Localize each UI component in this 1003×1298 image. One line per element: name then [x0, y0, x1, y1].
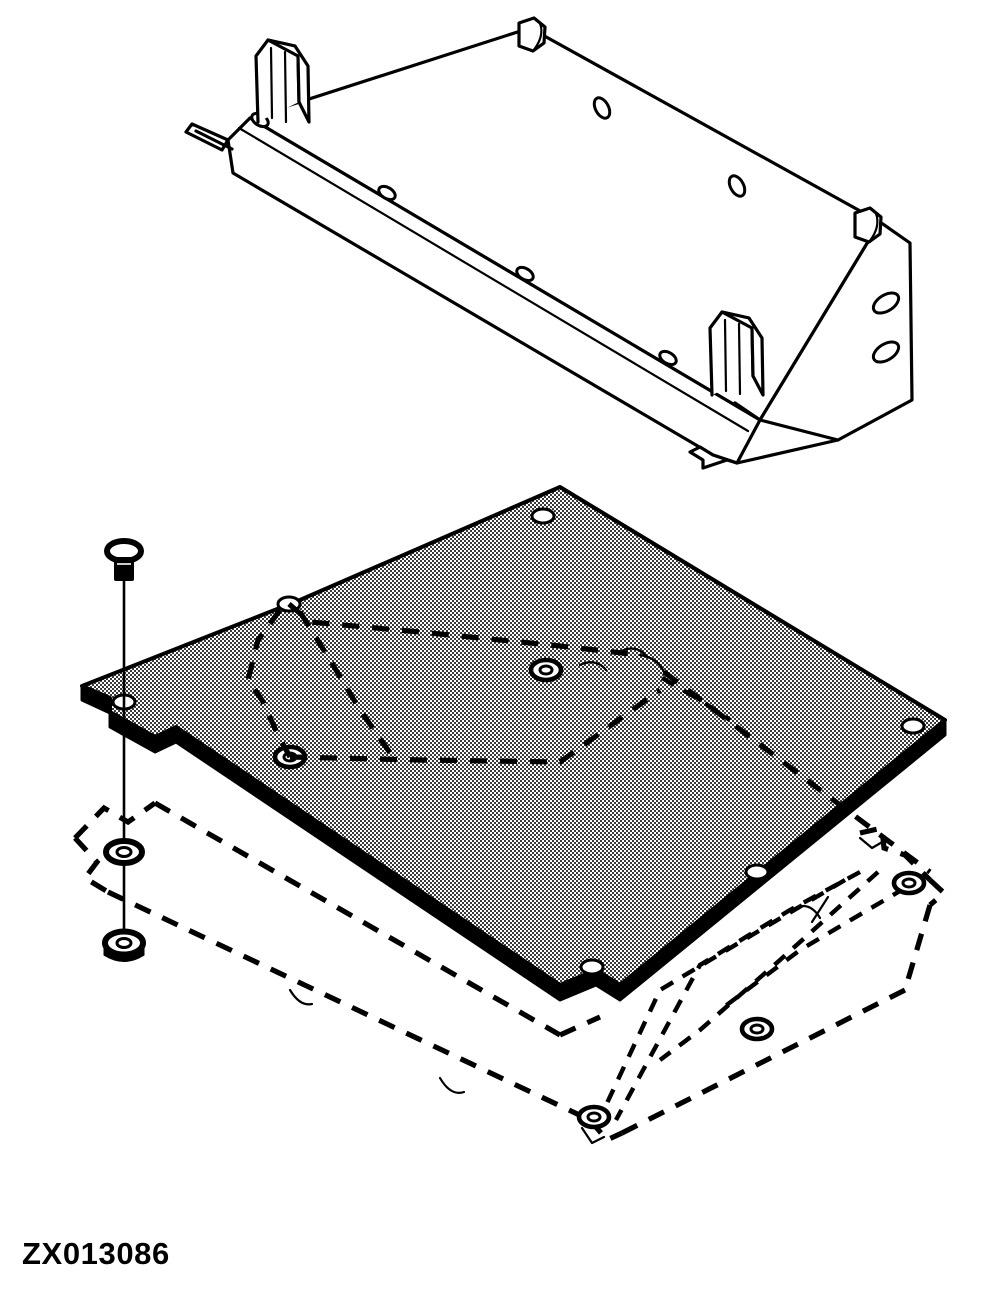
hidden-frame-outline — [73, 800, 948, 1145]
fastener-stack — [102, 538, 146, 962]
hidden-frame-left-jog — [73, 836, 110, 895]
post-left-crease-c — [297, 100, 311, 124]
post-left-crease-b — [283, 50, 288, 124]
end-plate-slot-lower — [871, 340, 901, 364]
hidden-right-diag-c — [614, 870, 862, 1122]
frame-right-end-plate — [758, 220, 914, 442]
hidden-boss-right-mid — [739, 1016, 775, 1042]
front-rail-hole-1 — [377, 184, 397, 202]
upper-frame-bracket — [184, 16, 914, 470]
nut-bore — [115, 937, 133, 949]
hidden-frame-notch-b — [438, 1076, 466, 1094]
upright-tab-post-left — [254, 38, 311, 124]
hidden-right-bracket-edge — [902, 904, 933, 991]
corner-bushing-top — [517, 16, 547, 53]
front-rail-top-crease — [237, 126, 750, 433]
upright-tab-post-right — [708, 310, 765, 397]
hidden-frame-left-step — [73, 800, 157, 840]
floor-plate — [80, 485, 947, 1002]
post-left-crease-a — [269, 46, 274, 120]
figure-caption: ZX013086 — [22, 1236, 170, 1271]
top-deck-slot-2 — [727, 174, 747, 198]
hidden-boss-right-upper — [891, 870, 927, 896]
plate-boss-center — [528, 657, 564, 683]
plate-hidden-curve-a — [618, 647, 648, 658]
front-rail-hole-2 — [515, 265, 535, 283]
lock-nut — [102, 928, 146, 962]
flat-washer — [103, 838, 145, 866]
hidden-right-bracket-corner — [928, 878, 948, 907]
plate-hidden-upper-notch — [638, 653, 666, 674]
corner-bushing-right — [853, 206, 883, 244]
plate-top-face — [80, 485, 947, 987]
plate-hidden-right-edge — [662, 669, 932, 875]
hidden-frame-notch-a — [288, 988, 314, 1006]
left-end-tab-crease — [194, 129, 234, 151]
hidden-right-link-line — [810, 895, 830, 924]
hidden-frame-upper-right-link — [558, 1014, 602, 1038]
plate-hole-top — [530, 507, 556, 525]
hidden-boss-bottom — [576, 1104, 612, 1130]
post-right-crease-b — [737, 322, 742, 396]
end-plate-slot-upper — [871, 291, 901, 315]
bushing-right-curve — [867, 206, 879, 244]
hidden-bracket-tab-right — [858, 836, 886, 850]
hidden-right-diag-b — [658, 870, 880, 1062]
post-right-side — [720, 310, 765, 397]
hidden-right-diag-a — [718, 886, 907, 1012]
hidden-right-link-curve — [793, 904, 822, 920]
post-left-top-bevel — [254, 38, 270, 58]
washer-bore — [115, 846, 133, 858]
plate-hidden-inner-edge — [289, 687, 662, 765]
hidden-frame-bottom-right-edge — [620, 987, 907, 1136]
hidden-boss-bottom-tail — [580, 1126, 606, 1145]
bolt-shank-collar — [114, 557, 134, 581]
plate-hidden-curve-b — [578, 661, 608, 672]
plate-hole-bottom — [579, 958, 605, 976]
plate-hole-right-mid — [744, 863, 770, 881]
hidden-right-bracket-top — [859, 824, 932, 882]
bracket-foot — [688, 445, 739, 470]
post-right-top-bevel — [708, 310, 724, 330]
front-rail-bottom-crease — [231, 171, 715, 457]
bushing-top-curve — [531, 16, 543, 53]
top-deck-slot-1 — [592, 96, 612, 120]
plate-hidden-upper-edge — [287, 602, 641, 658]
plate-hidden-left-edge — [245, 608, 293, 759]
mounting-bolt — [104, 538, 144, 581]
front-rail-hole-3 — [658, 349, 678, 367]
post-right-crease-a — [723, 318, 728, 393]
plate-hole-right-upper — [900, 717, 926, 735]
